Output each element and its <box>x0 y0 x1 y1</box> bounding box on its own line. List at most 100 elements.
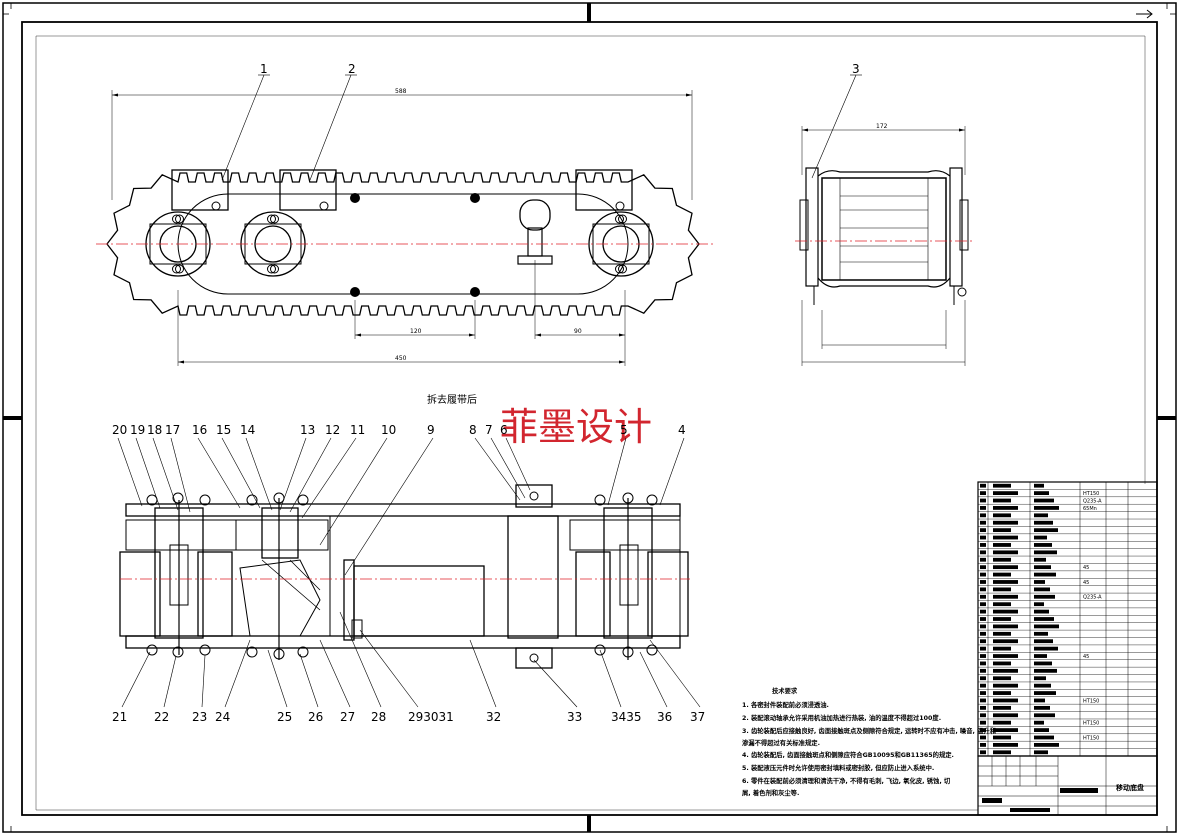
parts-cell-index <box>980 520 986 525</box>
parts-cell-name <box>1034 498 1054 503</box>
parts-cell-name <box>1034 594 1055 599</box>
parts-material: 65Mn <box>1083 506 1097 512</box>
parts-cell-code <box>993 713 1018 718</box>
parts-cell-name <box>1034 528 1058 533</box>
parts-cell-code <box>993 720 1011 725</box>
section-callout-top-7: 7 <box>485 423 493 437</box>
dimension-lines <box>111 90 966 366</box>
parts-list: HT150Q235-A65Mn4545Q235-A45HT150HT150HT1… <box>977 481 1158 757</box>
parts-cell-code <box>993 483 1011 488</box>
parts-cell-index <box>980 661 986 666</box>
parts-cell-code <box>993 520 1018 525</box>
parts-cell-name <box>1034 654 1047 658</box>
parts-cell-index <box>980 491 986 496</box>
watermark: 菲墨设计 <box>500 405 652 449</box>
parts-cell-index <box>980 587 986 592</box>
parts-cell-index <box>980 572 986 577</box>
section-callout-top-4: 4 <box>678 423 686 437</box>
mount-bracket-3 <box>575 169 633 211</box>
parts-cell-name <box>1034 491 1049 496</box>
section-callout-top-9: 9 <box>427 423 435 437</box>
tensioner <box>517 199 553 265</box>
parts-cell-name <box>1034 631 1048 636</box>
callout-2: 2 <box>348 62 356 76</box>
section-callout-top-17: 17 <box>165 423 180 437</box>
parts-cell-name <box>1034 543 1052 547</box>
track-side-view <box>96 169 714 316</box>
section-callout-bottom-32: 32 <box>486 710 501 724</box>
note-line: 6. 零件在装配前必须清理和清洗干净, 不得有毛刺, 飞边, 氧化皮, 锈蚀, … <box>742 776 951 785</box>
note-line: 3. 齿轮装配后应接触良好, 齿面接触斑点及侧隙符合规定, 运转时不应有冲击, … <box>742 726 996 735</box>
note-line: 2. 装配滚动轴承允许采用机油加热进行热装, 油的温度不得超过100度. <box>742 713 941 722</box>
parts-cell-name <box>1034 668 1057 673</box>
parts-cell-name <box>1034 520 1053 525</box>
parts-cell-name <box>1034 535 1047 540</box>
mount-bracket-1 <box>171 169 229 211</box>
parts-cell-code <box>993 609 1018 614</box>
title-filled-cell <box>1010 808 1050 812</box>
note-line: 屑, 着色剂和灰尘等. <box>741 788 799 797</box>
frame-bolt <box>470 193 480 203</box>
parts-cell-name <box>1034 661 1052 666</box>
section-view <box>119 484 689 669</box>
parts-cell-code <box>993 565 1018 570</box>
parts-cell-code <box>993 742 1018 747</box>
title-filled-cell <box>1060 788 1098 793</box>
section-callout-bottom-33: 33 <box>567 710 582 724</box>
title-filled-cell <box>982 798 1002 803</box>
parts-cell-code <box>993 535 1018 540</box>
view-caption: 拆去履带后 <box>427 393 477 406</box>
parts-cell-index <box>980 639 986 644</box>
parts-cell-code <box>993 624 1018 629</box>
section-callout-bottom-24: 24 <box>215 710 230 724</box>
parts-cell-name <box>1034 572 1056 577</box>
parts-cell-index <box>980 609 986 614</box>
parts-cell-code <box>993 528 1011 533</box>
section-callout-top-14: 14 <box>240 423 255 437</box>
parts-cell-code <box>993 617 1011 621</box>
parts-cell-code <box>993 646 1011 651</box>
section-callout-bottom-293031: 293031 <box>408 710 454 724</box>
parts-cell-code <box>993 580 1018 584</box>
section-callout-top-6: 6 <box>500 423 508 437</box>
dim-left-span: 120 <box>410 328 422 335</box>
mount-bracket-2 <box>279 169 337 211</box>
section-callout-bottom-22: 22 <box>154 710 169 724</box>
parts-cell-code <box>993 513 1011 518</box>
parts-cell-code <box>993 668 1018 673</box>
section-callout-bottom-21: 21 <box>112 710 127 724</box>
parts-cell-index <box>980 654 986 658</box>
section-callout-top-8: 8 <box>469 423 477 437</box>
title-block-frame <box>977 755 1158 816</box>
parts-cell-name <box>1034 713 1055 718</box>
section-callout-top-20: 20 <box>112 423 127 437</box>
parts-material: 45 <box>1083 565 1089 571</box>
parts-cell-index <box>980 735 986 740</box>
parts-cell-name <box>1034 624 1059 629</box>
parts-cell-index <box>980 565 986 570</box>
note-line: 5. 装配液压元件时允许使用密封填料或密封胶, 但应防止进入系统中. <box>742 763 934 772</box>
parts-cell-index <box>980 580 986 584</box>
dim-center-distance: 450 <box>395 355 407 362</box>
section-callout-top-5: 5 <box>620 423 628 437</box>
section-callout-top-19: 19 <box>130 423 145 437</box>
frame-bolt <box>470 287 480 297</box>
parts-cell-name <box>1034 676 1046 681</box>
parts-cell-index <box>980 631 986 636</box>
parts-cell-index <box>980 728 986 732</box>
parts-material: 45 <box>1083 654 1089 660</box>
parts-cell-name <box>1034 565 1051 570</box>
dimension-arrows <box>112 93 965 364</box>
parts-cell-code <box>993 750 1011 755</box>
centering-marks <box>3 3 1176 832</box>
parts-cell-index <box>980 698 986 703</box>
parts-cell-code <box>993 698 1018 703</box>
section-callout-top-12: 12 <box>325 423 340 437</box>
section-callout-top-13: 13 <box>300 423 315 437</box>
parts-cell-name <box>1034 506 1059 510</box>
parts-cell-code <box>993 735 1011 740</box>
parts-cell-index <box>980 513 986 518</box>
technical-notes: 技术要求 1. 各密封件装配前必须浸透油. 2. 装配滚动轴承允许采用机油加热进… <box>741 686 996 797</box>
parts-cell-index <box>980 483 986 488</box>
